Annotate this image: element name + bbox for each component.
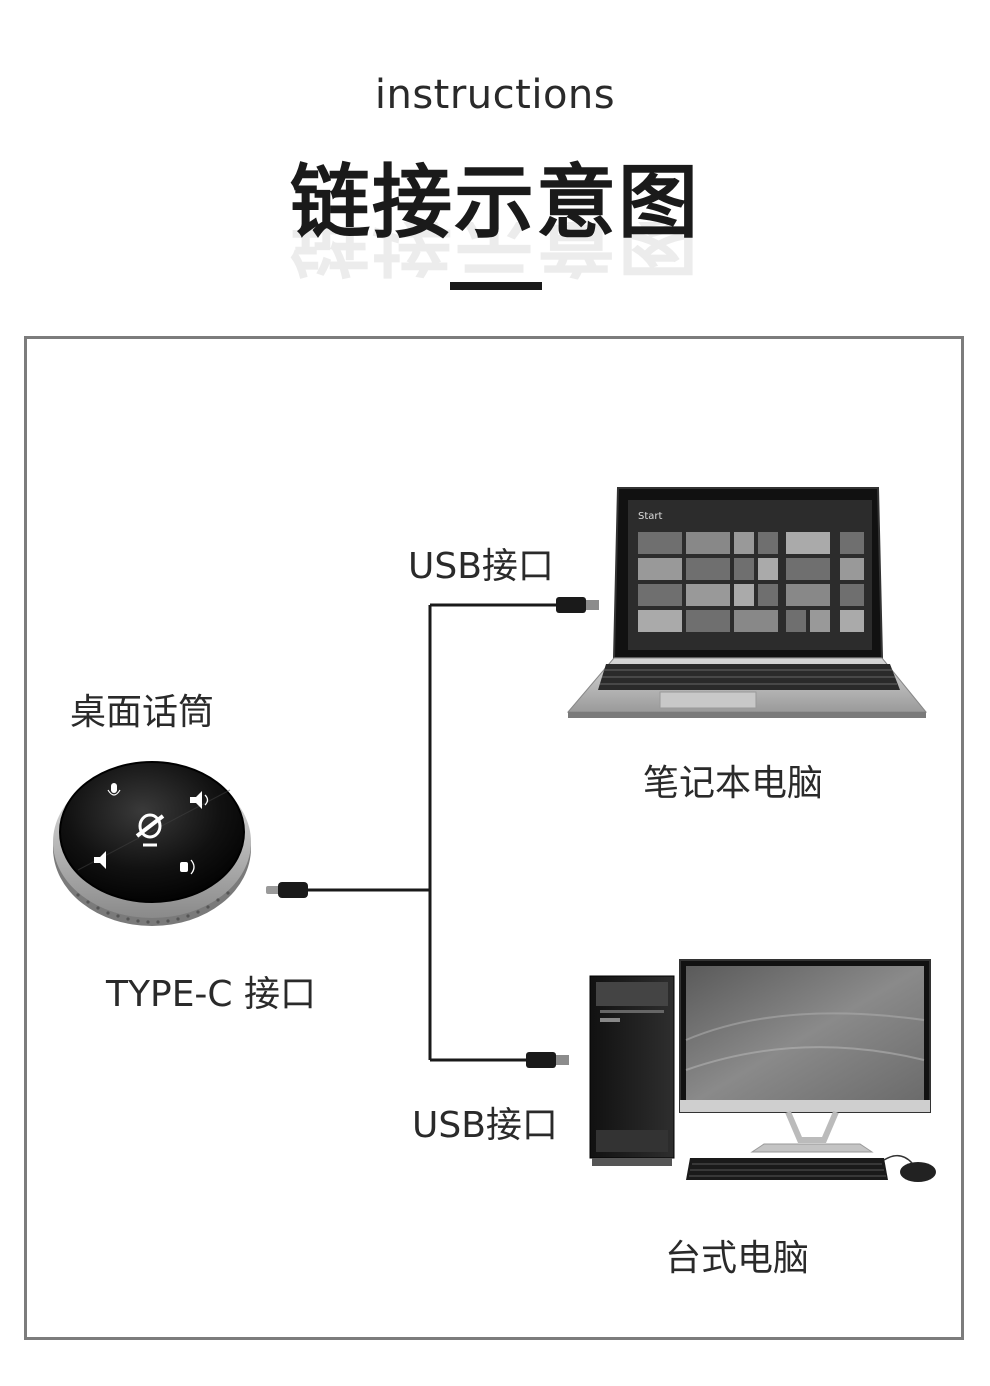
desktop-label: 台式电脑 [665,1238,810,1279]
call-icon [180,859,195,875]
usb-port-laptop-label: USB接口 [408,546,554,587]
type-c-plug [266,882,308,898]
volume-up-icon [190,791,209,809]
diagram-frame [24,336,964,1340]
keyboard [686,1158,888,1180]
speakerphone-label: 桌面话筒 [70,692,215,733]
laptop-start-text: Start [638,511,663,522]
speakerphone-device [53,761,251,926]
laptop-label: 笔记本电脑 [643,763,824,804]
volume-down-icon [94,851,106,869]
type-c-port-label: TYPE-C 接口 [106,974,317,1015]
mouse [883,1154,936,1182]
desktop-tower [589,975,675,1166]
usb-plug-laptop [556,597,599,613]
cable-network [305,603,560,1062]
usb-port-desktop-label: USB接口 [412,1105,558,1146]
grille-dots [76,891,230,924]
title-underline [450,282,542,290]
laptop-device: Start [566,487,928,718]
desktop-monitor [679,959,931,1153]
mic-icon [107,783,121,796]
usb-plug-desktop [526,1052,569,1068]
subtitle: instructions [374,72,616,118]
mute-icon [135,813,165,847]
page-title: 链接示意图 [290,156,700,249]
start-tiles [638,532,864,632]
